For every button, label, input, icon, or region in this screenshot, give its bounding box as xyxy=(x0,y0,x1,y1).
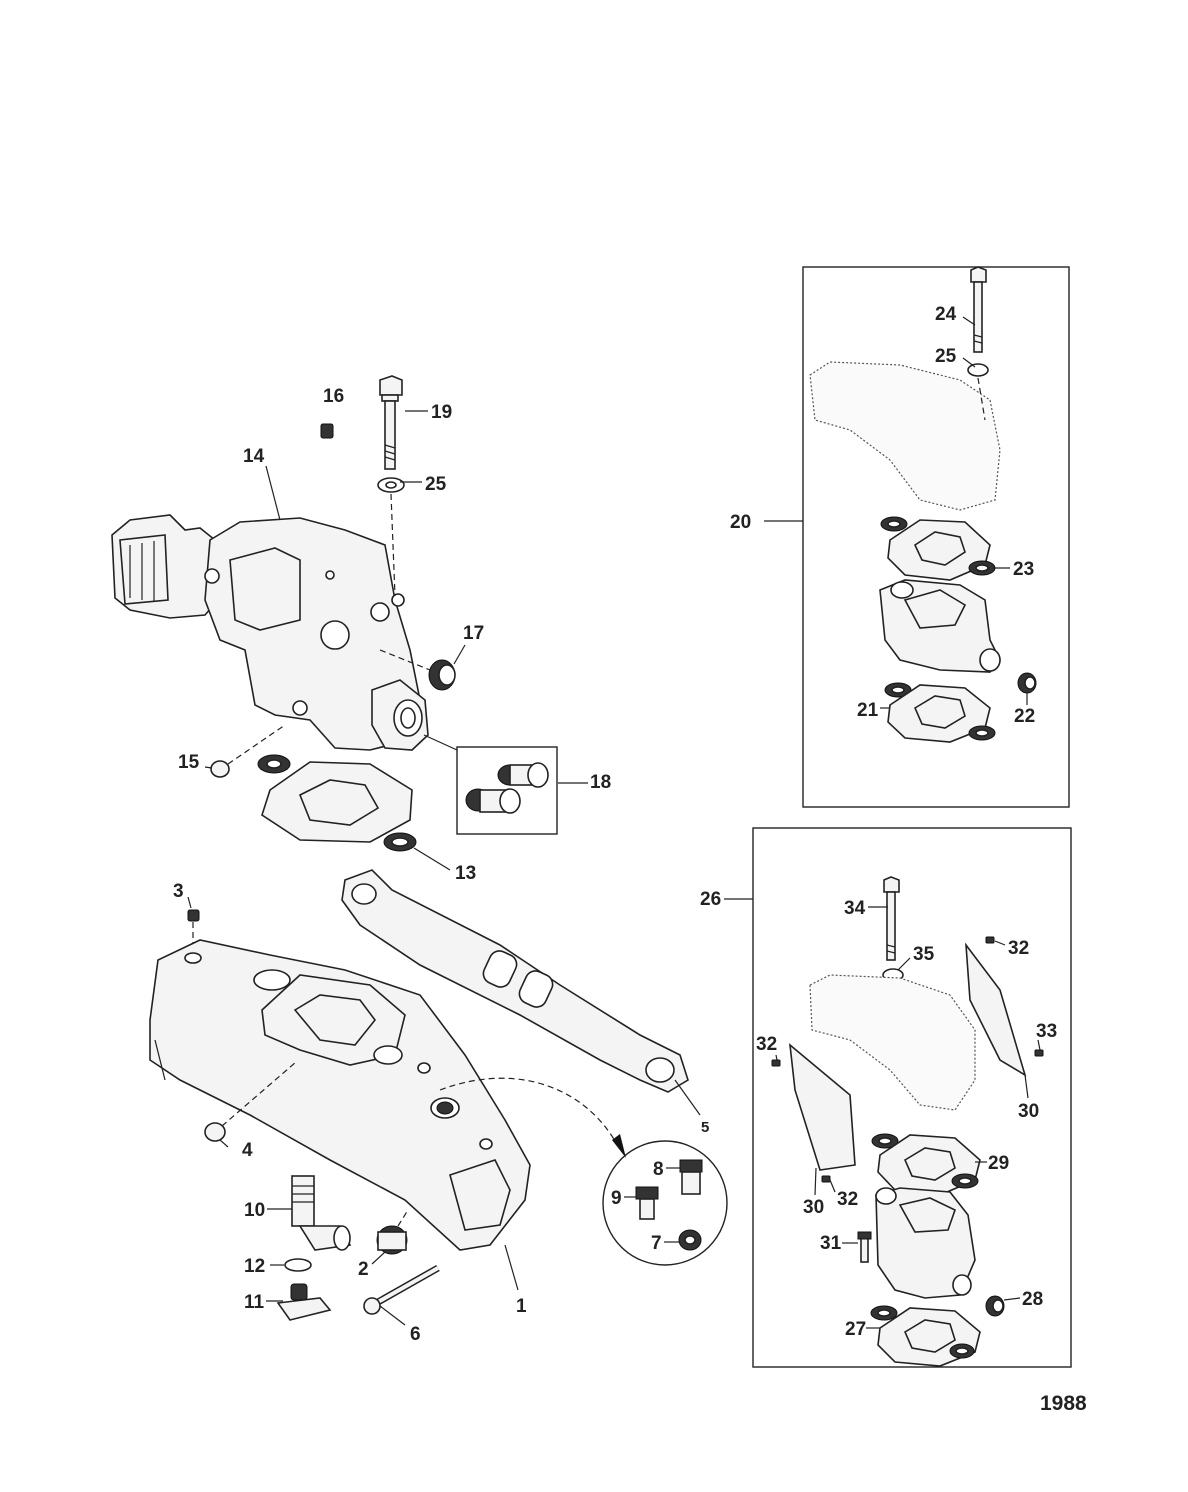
part-17-plug xyxy=(428,659,456,691)
callout-21: 21 xyxy=(857,700,879,721)
part-5-manifold-gasket xyxy=(341,869,689,1093)
riser-kit-20 xyxy=(879,579,1001,673)
part-18-fittings-box xyxy=(456,746,558,835)
part-27-gasket xyxy=(870,1305,981,1367)
callout-31: 31 xyxy=(820,1233,842,1254)
callout-18: 18 xyxy=(590,772,611,793)
callout-8: 8 xyxy=(653,1159,664,1180)
callout-34: 34 xyxy=(844,898,866,919)
leader-18-to-outlet xyxy=(423,734,458,751)
part-24-bolt xyxy=(970,266,987,353)
callout-16: 16 xyxy=(323,386,344,407)
callout-29: 29 xyxy=(988,1153,1009,1174)
part-34-bolt xyxy=(883,876,900,961)
alignment-line-24 xyxy=(977,377,986,421)
alignment-line-17 xyxy=(379,649,431,671)
part-2-plug xyxy=(376,1225,408,1255)
leader-lines xyxy=(187,316,1041,1329)
part-11-drain xyxy=(276,1283,332,1321)
riser-kit-26 xyxy=(875,1187,976,1299)
callout-35: 35 xyxy=(913,944,935,965)
part-1-manifold xyxy=(149,939,531,1251)
part-10-elbow xyxy=(291,1175,352,1251)
callout-32-top: 32 xyxy=(1008,938,1029,959)
callout-7: 7 xyxy=(651,1233,662,1254)
part-28-plug xyxy=(985,1295,1005,1317)
callout-13: 13 xyxy=(455,863,476,884)
callout-10: 10 xyxy=(244,1200,265,1221)
part-3-plug xyxy=(187,909,200,922)
kit-box-26 xyxy=(752,827,1072,1368)
callout-3: 3 xyxy=(173,881,184,902)
part-32-screw-bottom xyxy=(821,1175,831,1183)
callout-33: 33 xyxy=(1036,1021,1057,1042)
callout-12: 12 xyxy=(244,1256,265,1277)
callout-25-kit: 25 xyxy=(935,346,957,367)
callout-32-left: 32 xyxy=(756,1034,777,1055)
callout-22: 22 xyxy=(1014,706,1035,727)
callout-6: 6 xyxy=(410,1324,421,1345)
part-22-plug xyxy=(1017,672,1037,694)
callout-11: 11 xyxy=(244,1292,265,1313)
callout-26: 26 xyxy=(700,889,721,910)
callout-labels: 1 2 3 4 5 6 7 8 9 10 11 12 13 14 15 16 1… xyxy=(173,304,1087,1415)
callout-32-bottom: 32 xyxy=(837,1189,858,1210)
detail-circle-7-8-9 xyxy=(602,1140,728,1266)
part-29-gasket xyxy=(871,1133,981,1196)
part-23-gasket xyxy=(880,516,996,581)
callout-20: 20 xyxy=(730,512,751,533)
elbow-assembly-14 xyxy=(111,514,429,751)
part-19-bolt xyxy=(379,375,403,470)
alignment-line-19 xyxy=(390,493,396,597)
kit-box-20 xyxy=(802,266,1070,808)
callout-25: 25 xyxy=(425,474,447,495)
part-13-gasket xyxy=(257,754,417,852)
ghost-elbow-kit-26 xyxy=(809,974,976,1111)
ghost-elbow-kit-20 xyxy=(809,361,1001,511)
alignment-line-4 xyxy=(221,1061,297,1127)
callout-24: 24 xyxy=(935,304,957,325)
part-15-plug xyxy=(210,760,230,778)
callout-23: 23 xyxy=(1013,559,1034,580)
callout-5: 5 xyxy=(701,1119,709,1136)
part-32-screw-left xyxy=(771,1059,781,1067)
part-31-screw xyxy=(857,1231,872,1263)
callout-1: 1 xyxy=(516,1296,527,1317)
callout-30-right: 30 xyxy=(1018,1101,1039,1122)
part-30-cover-plate-left xyxy=(788,1043,856,1171)
part-25-washer-hole xyxy=(385,481,397,489)
callout-19: 19 xyxy=(431,402,452,423)
callout-30-left: 30 xyxy=(803,1197,824,1218)
callout-27: 27 xyxy=(845,1319,866,1340)
callout-14: 14 xyxy=(243,446,265,467)
part-21-gasket xyxy=(884,682,996,743)
callout-15: 15 xyxy=(178,752,200,773)
alignment-line-2 xyxy=(397,1209,409,1227)
part-6-bolt xyxy=(363,1264,440,1315)
callout-2: 2 xyxy=(358,1259,369,1280)
part-32-screw-top xyxy=(985,936,995,944)
callout-28: 28 xyxy=(1022,1289,1043,1310)
part-25-washer-kit xyxy=(967,363,989,377)
callout-17: 17 xyxy=(463,623,484,644)
callout-9: 9 xyxy=(611,1188,622,1209)
figure-number: 1988 xyxy=(1040,1392,1087,1415)
part-4-plug xyxy=(204,1122,226,1142)
part-30-cover-plate-right xyxy=(965,942,1027,1077)
part-12-o-ring xyxy=(284,1258,312,1272)
callout-4: 4 xyxy=(242,1140,253,1161)
arrowhead xyxy=(612,1134,626,1158)
part-33-screw xyxy=(1034,1049,1044,1057)
curved-pointer-to-detail xyxy=(439,1077,621,1151)
part-16-plug xyxy=(320,423,334,439)
alignment-line-15 xyxy=(227,724,286,765)
